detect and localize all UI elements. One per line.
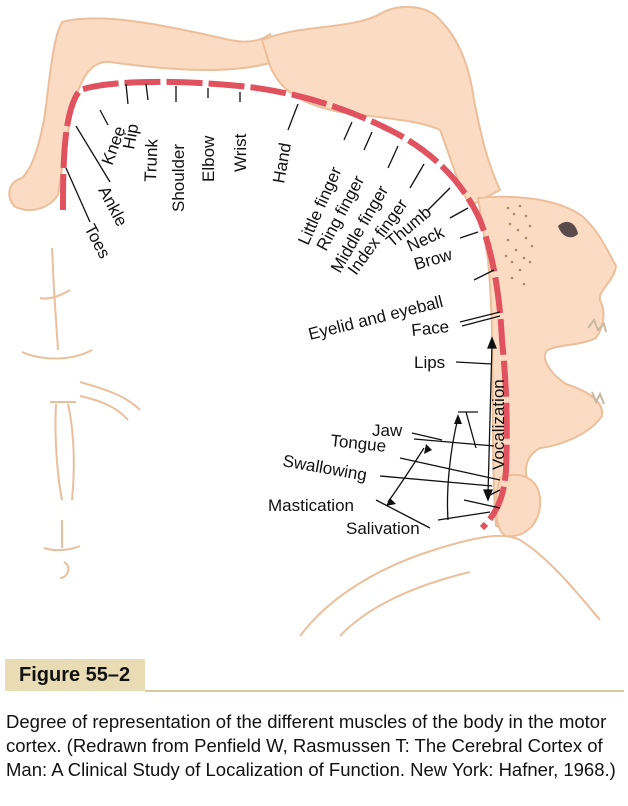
body-outline-sketches [21,247,141,579]
label-vocalization: Vocalization [489,379,508,470]
arrowhead-icon [454,414,462,424]
homunculus-figure [8,5,617,637]
brow-stipple [504,204,534,286]
pharynx-illustration [299,534,601,637]
label-ankle: Ankle [94,183,131,229]
label-salivation: Salivation [346,519,420,538]
label-hand: Hand [269,141,295,184]
jaw-illustration [495,473,542,538]
label-toes: Toes [80,221,114,262]
region-labels: Toes Ankle Knee Hip Trunk Shoulder Elbow… [80,122,508,538]
eye-icon [558,221,578,238]
teeth-illustration [587,317,607,405]
label-trunk: Trunk [141,138,162,182]
arrowhead-icon [386,498,396,506]
label-wrist: Wrist [231,133,250,172]
label-shoulder: Shoulder [169,144,188,212]
label-elbow: Elbow [199,135,218,182]
figure-caption: Degree of representation of the differen… [6,711,616,780]
label-mastication: Mastication [268,496,354,515]
label-jaw: Jaw [372,421,403,440]
motor-cortex-band [60,78,510,531]
caption-divider [145,690,624,692]
label-swallowing: Swallowing [281,451,368,484]
label-face: Face [410,317,450,340]
label-lips: Lips [414,353,445,372]
arrowhead-icon [424,444,432,454]
figure-label: Figure 55–2 [5,659,145,691]
mastication-arrows [387,417,459,521]
vocalization-arrow [483,336,497,502]
label-hip: Hip [119,122,142,150]
motor-homunculus-diagram: Toes Ankle Knee Hip Trunk Shoulder Elbow… [8,5,617,637]
